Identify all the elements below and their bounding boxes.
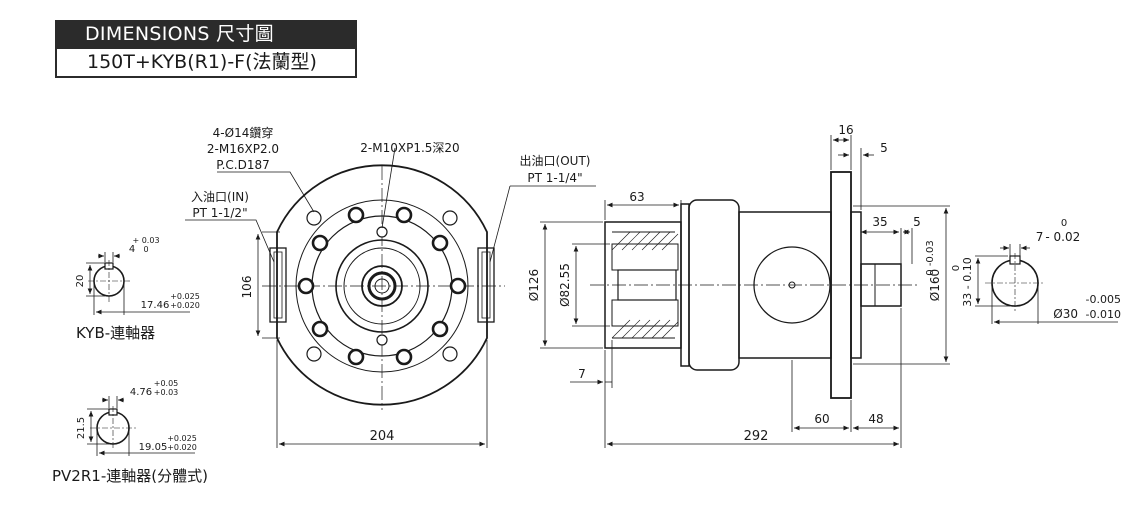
- pv2r1-coupling-detail: [87, 396, 195, 456]
- dim-d82: Ø82.55: [558, 263, 572, 307]
- outlet-label: 出油口(OUT): [520, 154, 591, 168]
- dimensions-title: DIMENSIONS 尺寸圖: [55, 20, 357, 49]
- kyb-height: 20: [75, 275, 86, 288]
- front-view: [262, 164, 505, 410]
- shaft-detail: [975, 244, 1118, 325]
- side-view: [590, 171, 918, 399]
- shaft-dia-tol-bot: -0.010: [1086, 308, 1121, 321]
- inlet-label: 入油口(IN): [191, 190, 249, 204]
- pv2r1-caption: PV2R1-連軸器(分體式): [52, 467, 208, 485]
- kyb-bore-tol-top: +0.025: [170, 292, 200, 301]
- bolt-thread-label: 2-M16XP2.0: [207, 142, 279, 156]
- dim-5-top: 5: [880, 141, 888, 155]
- dim-d160-tol: 0 -0.03: [925, 240, 936, 275]
- pv-key: 4.76: [130, 387, 152, 398]
- shaft-diameter: Ø30: [1053, 307, 1078, 321]
- shaft-height-tol: 0: [951, 265, 962, 271]
- shaft-key-tol-top: 0: [1061, 218, 1067, 229]
- pv-height: 21.5: [76, 417, 87, 439]
- dim-60: 60: [814, 412, 829, 426]
- outlet-size-label: PT 1-1/4": [527, 171, 582, 185]
- dim-292: 292: [744, 429, 769, 444]
- dim-d126: Ø126: [527, 269, 541, 301]
- kyb-bore: 17.46: [141, 300, 170, 311]
- dim-63: 63: [629, 190, 644, 204]
- dim-35: 35: [872, 215, 887, 229]
- kyb-caption: KYB-連軸器: [76, 324, 155, 342]
- dim-48: 48: [868, 412, 883, 426]
- kyb-key-tol-top: + 0.03: [132, 236, 159, 245]
- title-block: DIMENSIONS 尺寸圖 150T+KYB(R1)-F(法蘭型): [55, 20, 357, 78]
- bolt-hole-pattern: [297, 206, 467, 366]
- pv-bore-tol-top: +0.025: [167, 434, 197, 443]
- pv-bore: 19.05: [139, 442, 168, 453]
- pv-bore-tol-bot: +0.020: [167, 443, 197, 452]
- kyb-coupling-detail: [86, 252, 190, 315]
- shaft-dia-tol-top: -0.005: [1086, 293, 1121, 306]
- kyb-key-tol-bot: 0: [143, 245, 148, 254]
- model-subtitle: 150T+KYB(R1)-F(法蘭型): [55, 49, 357, 78]
- inlet-size-label: PT 1-1/2": [192, 206, 247, 220]
- pv-key-tol-bot: +0.03: [154, 388, 179, 397]
- shaft-key-width: 7- 0.02: [1036, 230, 1081, 244]
- pcd-label: P.C.D187: [216, 158, 270, 172]
- front-height-106: 106: [240, 276, 254, 299]
- dim-7: 7: [578, 367, 586, 381]
- pv-key-tol-top: +0.05: [154, 379, 179, 388]
- dim-5: 5: [913, 215, 921, 229]
- dim-d160: Ø160: [928, 269, 942, 301]
- tapped-holes-label: 2-M10XP1.5深20: [360, 141, 459, 155]
- shaft-height: 33 - 0.10: [961, 257, 974, 306]
- bolt-holes-label: 4-Ø14鑽穿: [213, 125, 274, 140]
- kyb-key: 4: [129, 244, 135, 255]
- kyb-bore-tol-bot: +0.020: [170, 301, 200, 310]
- front-width-204: 204: [370, 429, 395, 444]
- dim-16: 16: [838, 123, 853, 137]
